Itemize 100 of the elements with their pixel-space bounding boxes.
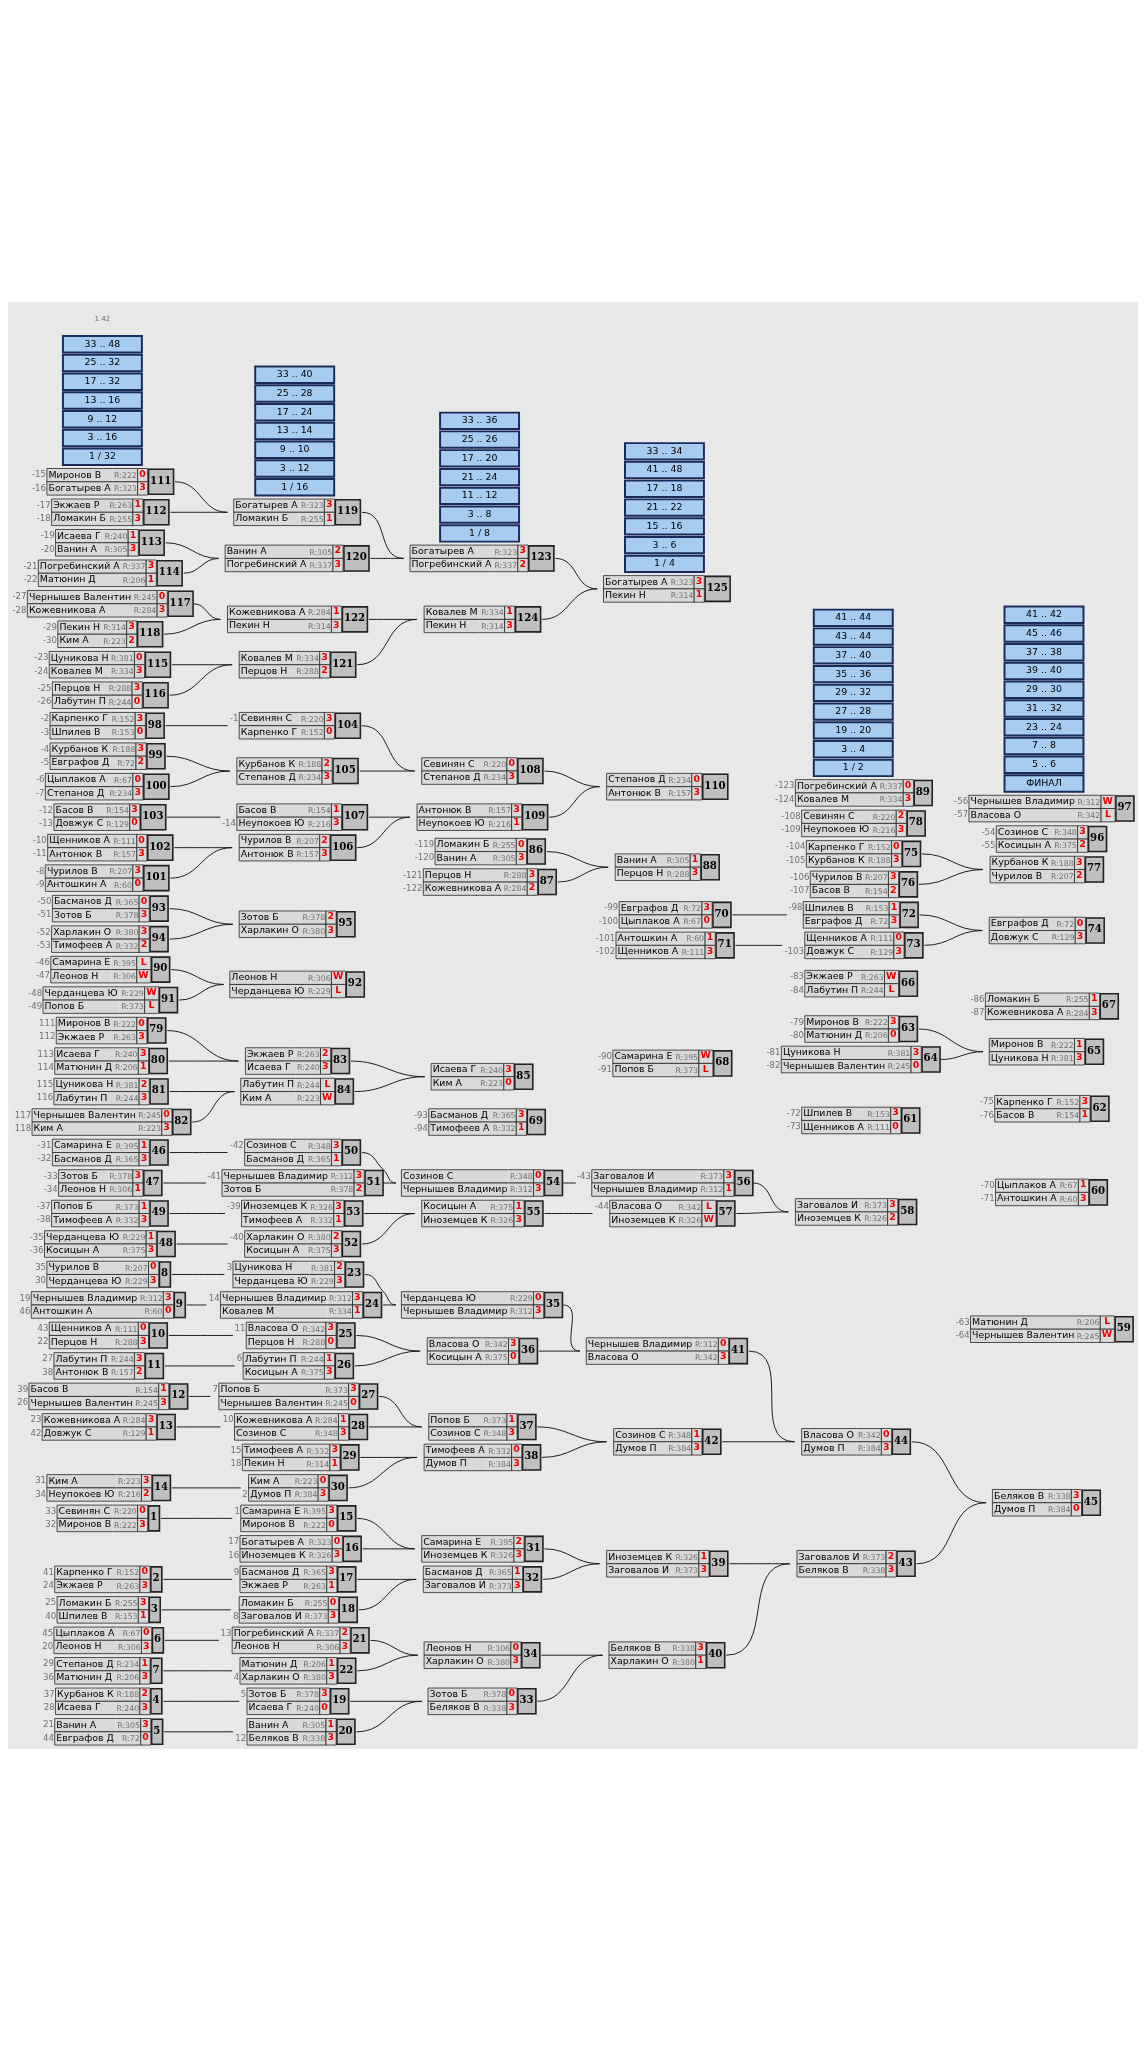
connector <box>940 1051 984 1060</box>
node-label: 43 <box>37 1323 49 1333</box>
node-label: -15 <box>32 469 47 480</box>
node-label: -29 <box>42 621 57 632</box>
node-label: 8 <box>232 1610 239 1621</box>
node-label: 118 <box>14 1122 32 1133</box>
connector <box>536 1654 604 1702</box>
connector <box>358 1578 417 1611</box>
node-label: -86 <box>970 993 985 1004</box>
connector <box>171 1274 225 1275</box>
connector <box>193 603 221 620</box>
node-label: -73 <box>786 1121 801 1132</box>
node-label: -81 <box>766 1047 781 1058</box>
node-label: -10 <box>32 835 47 846</box>
node-label: -20 <box>40 543 55 554</box>
node-box: 1 / 2 <box>812 758 894 778</box>
connector <box>176 1243 228 1245</box>
node-label: 117 <box>14 1109 32 1120</box>
node-label: -91 <box>598 1064 613 1075</box>
node-box: 37 .. 38 <box>1003 643 1085 662</box>
node-label: 2 <box>242 1488 248 1499</box>
node-label: 41 <box>42 1566 54 1577</box>
node-label: 28 <box>43 1702 55 1713</box>
node-box: 33 .. 40 <box>254 365 336 384</box>
node-label: -19 <box>40 530 55 541</box>
node-label: 40 <box>45 1610 57 1621</box>
node-box: 29 .. 32 <box>812 683 894 703</box>
node-label: 20 <box>42 1641 54 1652</box>
node-label: -47 <box>35 970 50 981</box>
node-label: 14 <box>208 1292 220 1303</box>
node-label: -87 <box>970 1007 985 1018</box>
connector <box>918 869 984 885</box>
node-label: -22 <box>23 574 38 585</box>
node-box: 35 .. 36 <box>812 664 894 684</box>
connector <box>356 618 418 666</box>
node-label: -2 <box>40 713 50 724</box>
node-box: 17 .. 32 <box>61 372 143 391</box>
node-box: 33 .. 34 <box>624 442 705 461</box>
node-box: 43 .. 44 <box>812 627 894 646</box>
node-label: -80 <box>789 1029 804 1040</box>
node-box: 15 .. 16 <box>624 517 705 536</box>
node-label: 19 <box>19 1292 31 1303</box>
connector <box>169 511 228 513</box>
node-label: -120 <box>414 852 435 863</box>
connector <box>162 1670 233 1672</box>
node-label: -31 <box>37 1140 52 1151</box>
node-label: 30 <box>35 1275 47 1286</box>
node-label: -48 <box>28 987 43 998</box>
node-label: -46 <box>35 957 50 968</box>
node-label: 9 <box>233 1566 240 1577</box>
node-box: ФИНАЛ <box>1003 774 1085 793</box>
node-label: -122 <box>402 882 423 893</box>
node-label: -24 <box>34 665 49 676</box>
node-label: -25 <box>37 682 52 693</box>
node-box: 1 / 8 <box>439 524 521 543</box>
connector <box>164 1639 220 1641</box>
connector <box>923 930 983 946</box>
node-label: -37 <box>36 1201 51 1212</box>
connector <box>356 1700 423 1733</box>
node-label: -84 <box>789 984 804 995</box>
connector <box>169 1152 228 1153</box>
node-label: -105 <box>786 854 806 865</box>
node-label: 25 <box>45 1597 57 1608</box>
connector <box>541 588 598 620</box>
connector <box>186 1304 207 1306</box>
connector <box>168 1335 234 1336</box>
node-box: 3 .. 12 <box>254 459 336 478</box>
node-label: 44 <box>42 1732 54 1743</box>
connector <box>161 1609 232 1611</box>
node-label: -11 <box>32 848 47 859</box>
node-label: 31 <box>35 1475 47 1486</box>
connector <box>361 725 416 772</box>
connector <box>732 914 788 916</box>
node-box: 31 .. 32 <box>1003 699 1085 718</box>
connector <box>364 1274 397 1306</box>
node-label: -109 <box>781 824 801 835</box>
node-label: -104 <box>786 841 806 852</box>
connector <box>173 847 233 849</box>
node-label: -9 <box>35 878 45 889</box>
node-label: -76 <box>979 1109 994 1120</box>
connector <box>162 1700 240 1702</box>
node-label: -43 <box>576 1170 591 1181</box>
node-label: -102 <box>595 946 616 957</box>
node-label: 13 <box>220 1627 232 1638</box>
node-label: -16 <box>32 482 47 493</box>
node-label: -51 <box>37 909 52 920</box>
node-label: -121 <box>402 869 423 880</box>
node-label: 18 <box>230 1458 242 1469</box>
node-label: 3 <box>226 1262 233 1273</box>
node-label: -90 <box>598 1050 613 1061</box>
connector <box>165 725 228 727</box>
node-box: 13 .. 16 <box>61 391 143 410</box>
connector <box>354 1350 421 1367</box>
node-label: 7 <box>212 1383 219 1394</box>
node-label: 33 <box>45 1505 57 1516</box>
node-box: 3 .. 8 <box>439 505 521 524</box>
connector <box>166 816 221 818</box>
connector <box>382 1182 397 1184</box>
connector <box>174 481 228 513</box>
node-box: 3 .. 6 <box>624 535 705 555</box>
